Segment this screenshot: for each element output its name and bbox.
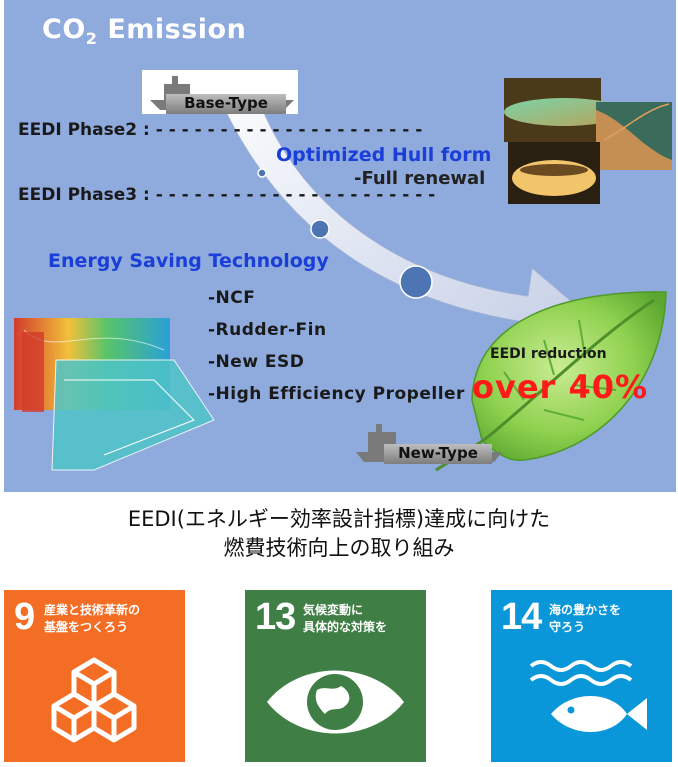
dot-large [399,265,433,299]
tech-item-ncf: -NCF [208,288,256,308]
sdg-number: 13 [255,596,296,638]
sdg-label: 気候変動に具体的な対策を [303,603,388,634]
tech-item-propeller: -High Efficiency Propeller [208,384,465,404]
leaf-icon [435,291,667,472]
dot-medium [310,219,330,239]
emission-panel: CO2 Emission Base-Type EEDI Phase2 : - -… [4,0,676,492]
sdg-13-card: 13 気候変動に具体的な対策を [245,590,426,762]
hull-subtitle: -Full renewal [354,168,486,189]
phase2-line: EEDI Phase2 : - - - - - - - - - - - - - … [18,120,423,140]
tech-item-rudder-fin: -Rudder-Fin [208,320,327,340]
diagram-graphics [14,70,672,472]
base-type-label: Base-Type [166,94,286,114]
eye-globe-icon [267,670,404,734]
dot-small [257,168,267,178]
tech-item-new-esd: -New ESD [208,352,305,372]
fish-waves-icon [529,660,647,732]
sdg-number: 9 [14,596,35,638]
reduction-value: over 40% [472,368,649,406]
reduction-label: EEDI reduction [490,346,607,362]
cubes-icon [51,657,137,743]
energy-title: Energy Saving Technology [48,250,329,272]
caption-line-1: EEDI(エネルギー効率設計指標)達成に向けた [127,507,551,531]
hull-title: Optimized Hull form [276,144,492,166]
new-type-label: New-Type [384,444,492,464]
page-title: CO2 Emission [42,14,247,48]
sdg-14-card: 14 海の豊かさを守ろう [491,590,672,762]
phase3-line: EEDI Phase3 : - - - - - - - - - - - - - … [18,185,436,205]
hull-render-image [504,78,672,204]
sdg-label: 海の豊かさを守ろう [549,603,622,634]
cfd-image [14,318,215,471]
sdg-number: 14 [501,596,542,638]
caption-line-2: 燃費技術向上の取り組み [223,536,455,560]
sdg-label: 産業と技術革新の基盤をつくろう [44,603,141,634]
sdg-9-card: 9 産業と技術革新の基盤をつくろう [4,590,185,762]
